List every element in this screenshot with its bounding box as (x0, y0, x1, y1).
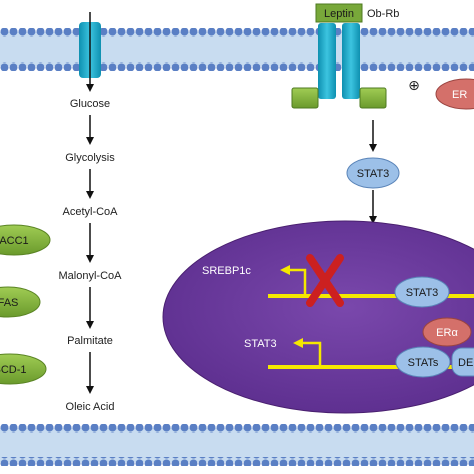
top-membrane (0, 28, 474, 71)
leptin-box (315, 3, 363, 23)
enzyme-fas-label: FAS (0, 297, 18, 309)
stat3-dna-box: STAT3 (394, 276, 450, 308)
srebp-arrow (280, 265, 307, 296)
bottom-membrane (0, 424, 474, 466)
inhibition-x-icon (306, 254, 344, 307)
step-acetyl-coa: Acetyl-CoA (62, 206, 118, 218)
stats-oval: STATs (395, 346, 451, 378)
nucleus: SREBP1c STAT3 STAT3 ERα STATs DE (162, 220, 474, 414)
step-glucose: Glucose (70, 98, 110, 110)
er-alpha-oval: ERα (422, 317, 472, 347)
stat3-gene-label: STAT3 (244, 338, 277, 350)
ob-rb-label: Ob-Rb (367, 8, 399, 20)
plus-icon: ⊕ (408, 77, 420, 93)
step-malonyl-coa: Malonyl-CoA (59, 270, 123, 282)
stat3-oval: STAT3 (346, 157, 400, 189)
jak-left (291, 87, 319, 109)
de-box: DE (451, 347, 474, 377)
enzyme-scd1-label: SCD-1 (0, 364, 27, 376)
stat3-gene-arrow (293, 338, 322, 367)
enzyme-acc1-label: ACC1 (0, 235, 29, 247)
enzyme-scd1: SCD-1 (0, 353, 47, 385)
stats-label: STATs (408, 357, 439, 369)
er-alpha-label: ERα (436, 327, 458, 339)
stat3-dna-label: STAT3 (406, 287, 439, 299)
er-oval: ER (435, 78, 474, 110)
leptin-label: Leptin (324, 8, 354, 20)
receptor-chain-left (318, 23, 336, 99)
srebp1c-label: SREBP1c (202, 265, 251, 277)
enzyme-fas: FAS (0, 286, 41, 318)
step-palmitate: Palmitate (67, 335, 113, 347)
er-label: ER (452, 89, 467, 101)
step-glycolysis: Glycolysis (65, 152, 115, 164)
leptin-receptor: Leptin Ob-Rb (291, 3, 399, 109)
receptor-chain-right (342, 23, 360, 99)
de-label: DE (458, 357, 473, 369)
enzyme-acc1: ACC1 (0, 224, 51, 256)
jak-right (359, 87, 387, 109)
metabolic-pathway: Glucose Glycolysis Acetyl-CoA Malonyl-Co… (59, 98, 123, 413)
step-oleic-acid: Oleic Acid (66, 401, 115, 413)
stat3-label: STAT3 (357, 168, 390, 180)
